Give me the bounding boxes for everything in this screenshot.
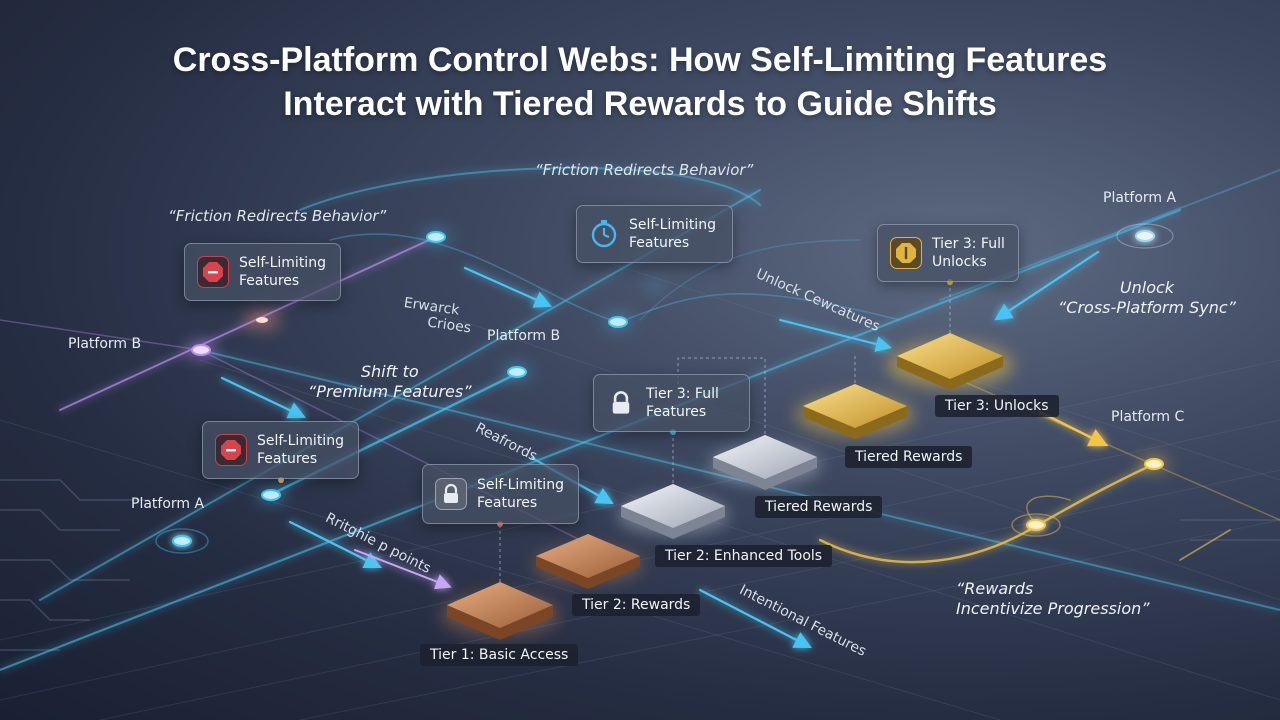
card-1-line-1: Self-Limiting — [239, 255, 326, 271]
node-top-center — [422, 230, 450, 244]
card-2-line-2: Features — [629, 235, 690, 251]
tile-tier2-bronze — [532, 534, 644, 589]
card-6-line-2: Unlocks — [932, 254, 987, 270]
platform-b-left-label: Platform B — [68, 336, 142, 352]
tag-tiered-rewards-2: Tiered Rewards — [845, 446, 973, 468]
quote-rewards-line-1: “Rewards — [956, 579, 1034, 598]
background-grid — [0, 259, 1280, 720]
card-3-line-2: Features — [257, 451, 318, 467]
node-mid — [503, 365, 531, 379]
quote-shift-line-2: “Premium Features” — [308, 382, 472, 401]
node-far-left — [155, 528, 209, 554]
tile-tiered-silver — [709, 435, 821, 490]
title-line-2: Interact with Tiered Rewards to Guide Sh… — [283, 85, 997, 123]
tag-tier2-rewards: Tier 2: Rewards — [572, 594, 701, 616]
card-4-line-2: Features — [477, 495, 538, 511]
gold-octagon-icon — [890, 237, 922, 269]
title-line-1: Cross-Platform Control Webs: How Self-Li… — [172, 41, 1108, 79]
quote-unlock-line-1: Unlock — [1119, 278, 1175, 297]
quote-shift-line-1: Shift to — [360, 362, 419, 381]
platform-b-center-label: Platform B — [487, 328, 561, 344]
platform-a-left-label: Platform A — [131, 496, 205, 512]
platform-c-label: Platform C — [1111, 409, 1185, 425]
quote-unlock-sync: Unlock “Cross-Platform Sync” — [1058, 278, 1236, 318]
platform-a-top-label: Platform A — [1103, 190, 1177, 206]
node-gold-lower — [1011, 513, 1061, 537]
node-platform-b-center — [604, 315, 632, 329]
quote-rewards-progression: “Rewards Incentivize Progression” — [956, 579, 1150, 619]
node-platform-a-left — [257, 488, 285, 502]
card-2-line-1: Self-Limiting — [629, 217, 716, 233]
timer-icon — [589, 219, 619, 249]
card-1-line-2: Features — [239, 273, 300, 289]
tag-tier2-tools: Tier 2: Enhanced Tools — [655, 545, 833, 567]
tag-tier1-basic: Tier 1: Basic Access — [420, 644, 579, 666]
quote-shift-premium: Shift to “Premium Features” — [308, 362, 472, 402]
lock-icon — [606, 388, 636, 418]
card-4-line-1: Self-Limiting — [477, 477, 564, 493]
tier-tiles — [440, 333, 1014, 640]
quote-rewards-line-2: Incentivize Progression” — [956, 599, 1150, 618]
card-6-line-1: Tier 3: Full — [932, 236, 1005, 252]
leader-lines — [499, 282, 951, 590]
tile-tiered-gold — [795, 384, 915, 439]
card-5-line-2: Features — [646, 404, 707, 420]
node-red-glow — [244, 310, 280, 330]
stop-octagon-icon — [197, 256, 229, 288]
tag-tier3-unlocks: Tier 3: Unlocks — [935, 395, 1059, 417]
quote-unlock-line-2: “Cross-Platform Sync” — [1058, 298, 1236, 317]
stop-octagon-icon — [215, 434, 247, 466]
lock-icon — [435, 478, 467, 510]
card-3-line-1: Self-Limiting — [257, 433, 344, 449]
page-title: Cross-Platform Control Webs: How Self-Li… — [0, 38, 1280, 126]
quote-friction-left: “Friction Redirects Behavior” — [168, 207, 387, 225]
quote-friction-top: “Friction Redirects Behavior” — [535, 161, 754, 179]
network-nodes — [155, 223, 1174, 554]
card-5-line-1: Tier 3: Full — [646, 386, 719, 402]
tile-tier1-bronze — [440, 582, 560, 640]
tile-tier2-silver — [617, 484, 729, 539]
node-platform-a-top — [1116, 223, 1174, 249]
tile-tier3-gold — [886, 333, 1014, 390]
node-platform-c — [1140, 457, 1168, 471]
node-platform-b-left — [185, 342, 217, 358]
node-upper-right-faint — [645, 281, 665, 291]
tag-tiered-rewards-1: Tiered Rewards — [755, 496, 883, 518]
